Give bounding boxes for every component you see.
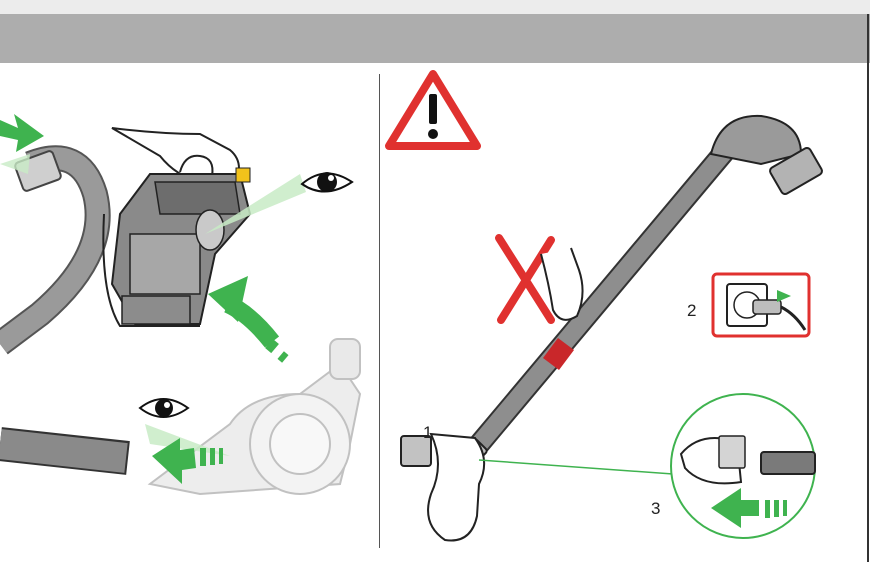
header-band — [0, 14, 870, 63]
hand-icon — [111, 127, 240, 184]
frame-border — [867, 14, 869, 562]
green-arrow-icon — [152, 438, 223, 484]
cyclone-bin-icon — [102, 167, 252, 327]
green-arrow-icon — [208, 276, 289, 363]
green-arrow-icon — [0, 114, 44, 174]
right-illustration-panel: 1 2 3 — [381, 64, 867, 562]
panel-divider — [379, 74, 380, 548]
plug-socket-icon — [711, 272, 811, 338]
step-2-label: 2 — [687, 301, 696, 320]
callout-circle — [670, 393, 816, 539]
step-1-label: 1 — [423, 423, 432, 442]
sock-icon — [427, 432, 486, 542]
top-strip — [0, 0, 870, 14]
eye-icon — [205, 172, 354, 234]
hose-icon — [0, 427, 130, 475]
hose-icon — [0, 145, 111, 355]
left-illustration-panel — [0, 64, 378, 562]
brush-tool-icon — [400, 435, 432, 467]
forbidden-x-icon — [495, 234, 584, 324]
callout-line — [478, 459, 674, 475]
eye-icon — [138, 398, 230, 456]
step-3-label: 3 — [651, 499, 660, 518]
warning-triangle-icon — [385, 70, 481, 150]
